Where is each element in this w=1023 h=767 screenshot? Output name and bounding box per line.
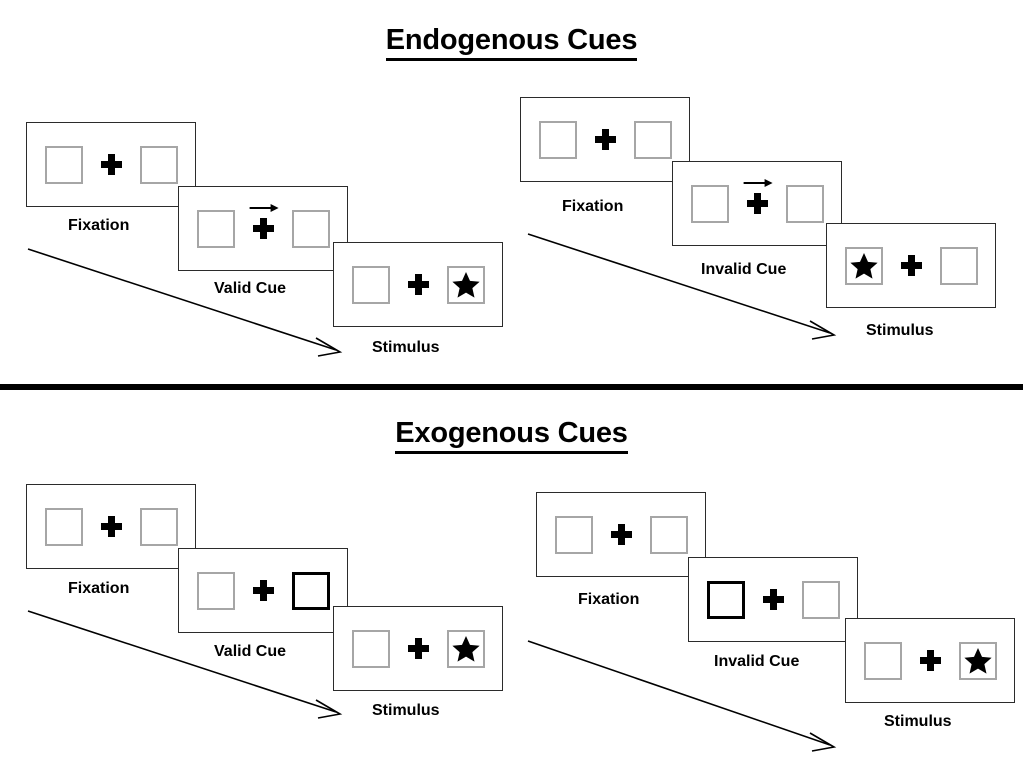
arrow-right-cue-icon [743, 179, 773, 187]
section-title-endogenous: Endogenous Cues [0, 26, 1023, 61]
fixation-cross-icon [743, 179, 773, 214]
panel-inner [706, 580, 840, 619]
panel-endo-valid-stimulus[interactable] [333, 242, 503, 327]
star-target-icon [963, 647, 992, 674]
target-box-right [446, 629, 485, 668]
time-arrow-endogenous-valid [27, 248, 343, 357]
cued-box-right [291, 571, 330, 610]
panel-endo-valid-cue[interactable] [178, 186, 348, 271]
placeholder-box-right [939, 246, 978, 285]
cued-box-left [706, 580, 745, 619]
target-box-right [446, 265, 485, 304]
fixation-cross-icon [610, 524, 632, 545]
panel-inner [844, 246, 978, 285]
caption-exo-valid-fixation: Fixation [68, 580, 130, 597]
placeholder-box-right [801, 580, 840, 619]
panel-endo-valid-fixation[interactable] [26, 122, 196, 207]
panel-inner [44, 145, 178, 184]
panel-endo-invalid-stimulus[interactable] [826, 223, 996, 308]
fixation-cross-icon [100, 154, 122, 175]
star-target-icon [451, 635, 480, 662]
placeholder-box-left [538, 120, 577, 159]
panel-exo-invalid-stimulus[interactable] [845, 618, 1015, 703]
panel-exo-invalid-fixation[interactable] [536, 492, 706, 577]
star-target-icon [451, 271, 480, 298]
panel-exo-invalid-cue[interactable] [688, 557, 858, 642]
fixation-cross-icon [762, 589, 784, 610]
time-arrow-endogenous-invalid [527, 233, 837, 340]
panel-inner [196, 204, 330, 248]
placeholder-box-right [633, 120, 672, 159]
section-title-exogenous: Exogenous Cues [0, 419, 1023, 454]
panel-inner [351, 265, 485, 304]
panel-exo-valid-cue[interactable] [178, 548, 348, 633]
target-box-left [844, 246, 883, 285]
caption-exo-invalid-stimulus: Stimulus [884, 713, 952, 730]
caption-exo-valid-cue: Valid Cue [214, 643, 287, 660]
target-box-right [958, 641, 997, 680]
fixation-cross-icon [249, 204, 279, 239]
caption-exo-invalid-fixation: Fixation [578, 591, 640, 608]
caption-endo-invalid-stimulus: Stimulus [866, 322, 934, 339]
placeholder-box-left [351, 265, 390, 304]
placeholder-box-left [196, 571, 235, 610]
fixation-cross-icon [100, 516, 122, 537]
caption-exo-valid-stimulus: Stimulus [372, 702, 440, 719]
caption-endo-valid-stimulus: Stimulus [372, 339, 440, 356]
caption-exo-invalid-cue: Invalid Cue [714, 653, 800, 670]
caption-endo-valid-cue: Valid Cue [214, 280, 287, 297]
fixation-cross-icon [407, 274, 429, 295]
caption-endo-invalid-cue: Invalid Cue [701, 261, 787, 278]
panel-inner [538, 120, 672, 159]
placeholder-box-right [291, 209, 330, 248]
fixation-cross-icon [919, 650, 941, 671]
caption-endo-valid-fixation: Fixation [68, 217, 130, 234]
panel-inner [690, 179, 824, 223]
fixation-cross-icon [252, 580, 274, 601]
placeholder-box-left [690, 184, 729, 223]
panel-inner [554, 515, 688, 554]
section-divider [0, 384, 1023, 390]
panel-inner [863, 641, 997, 680]
star-target-icon [849, 252, 878, 279]
panel-endo-invalid-cue[interactable] [672, 161, 842, 246]
placeholder-box-left [44, 145, 83, 184]
placeholder-box-right [649, 515, 688, 554]
placeholder-box-left [351, 629, 390, 668]
placeholder-box-left [196, 209, 235, 248]
section-title-endogenous-text: Endogenous Cues [385, 26, 637, 61]
fixation-cross-icon [594, 129, 616, 150]
placeholder-box-right [139, 145, 178, 184]
placeholder-box-right [785, 184, 824, 223]
time-arrow-exogenous-invalid [527, 640, 837, 752]
fixation-cross-icon [900, 255, 922, 276]
time-arrow-exogenous-valid [27, 610, 343, 719]
panel-exo-valid-fixation[interactable] [26, 484, 196, 569]
placeholder-box-left [863, 641, 902, 680]
placeholder-box-left [554, 515, 593, 554]
fixation-cross-icon [407, 638, 429, 659]
placeholder-box-right [139, 507, 178, 546]
panel-inner [351, 629, 485, 668]
arrow-right-cue-icon [249, 204, 279, 212]
section-title-exogenous-text: Exogenous Cues [395, 419, 628, 454]
panel-inner [196, 571, 330, 610]
placeholder-box-left [44, 507, 83, 546]
panel-exo-valid-stimulus[interactable] [333, 606, 503, 691]
panel-inner [44, 507, 178, 546]
caption-endo-invalid-fixation: Fixation [562, 198, 624, 215]
panel-endo-invalid-fixation[interactable] [520, 97, 690, 182]
